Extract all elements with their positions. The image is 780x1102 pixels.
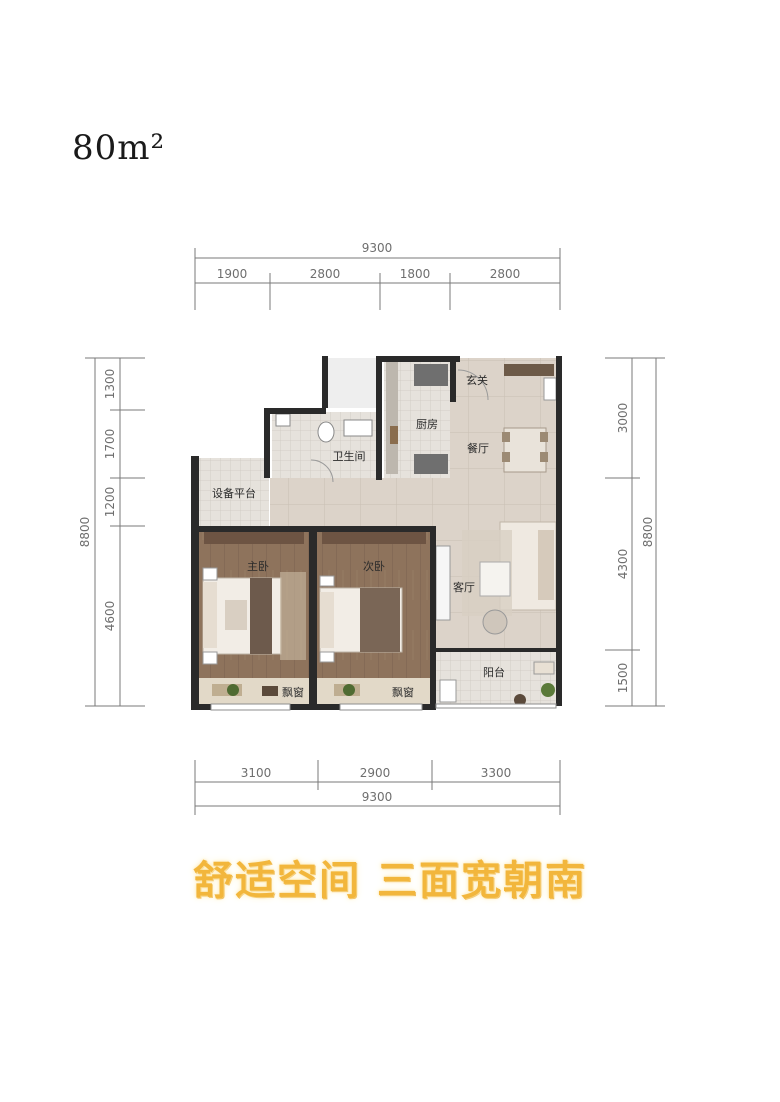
- dim-bottom-seg: 3300: [481, 766, 512, 780]
- dimension-left: [85, 357, 145, 707]
- dim-top-seg: 2800: [490, 267, 521, 281]
- dim-top-total: 9300: [362, 241, 393, 255]
- dim-top-seg: 1800: [400, 267, 431, 281]
- dim-left-seg: 1200: [103, 487, 117, 518]
- dim-top-seg: 2800: [310, 267, 341, 281]
- room-label-bay-window: 飘窗: [392, 685, 414, 699]
- room-label-second-bedroom: 次卧: [363, 559, 385, 573]
- furniture: [202, 362, 557, 706]
- room-label-bay-window: 飘窗: [282, 685, 304, 699]
- area-title: 80m²: [72, 128, 166, 168]
- dim-bottom-seg: 3100: [241, 766, 272, 780]
- dim-bottom-total: 9300: [362, 790, 393, 804]
- room-label-master-bedroom: 主卧: [247, 560, 269, 573]
- room-label-dining: 餐厅: [467, 441, 489, 455]
- room-label-kitchen: 厨房: [416, 418, 438, 431]
- dimension-right: [605, 357, 665, 707]
- room-label-balcony: 阳台: [483, 665, 505, 679]
- dim-right-seg: 3000: [616, 403, 630, 434]
- room-label-entry: 玄关: [466, 373, 488, 387]
- walls: [191, 356, 562, 710]
- dim-left-seg: 1300: [103, 369, 117, 400]
- dim-left-seg: 4600: [103, 601, 117, 632]
- dim-left-total: 8800: [78, 517, 92, 548]
- windows: [210, 703, 557, 711]
- dim-left-seg: 1700: [103, 429, 117, 460]
- dimension-top: [194, 248, 561, 310]
- room-label-equipment: 设备平台: [212, 486, 256, 500]
- dim-bottom-seg: 2900: [360, 766, 391, 780]
- dimension-bottom: [194, 760, 561, 815]
- dim-top-seg: 1900: [217, 267, 248, 281]
- dim-right-seg: 4300: [616, 549, 630, 580]
- room-label-bathroom: 卫生间: [333, 449, 366, 463]
- dim-right-seg: 1500: [616, 663, 630, 694]
- dim-right-total: 8800: [641, 517, 655, 548]
- room-label-living: 客厅: [453, 580, 475, 594]
- slogan: 舒适空间 三面宽朝南: [193, 858, 587, 904]
